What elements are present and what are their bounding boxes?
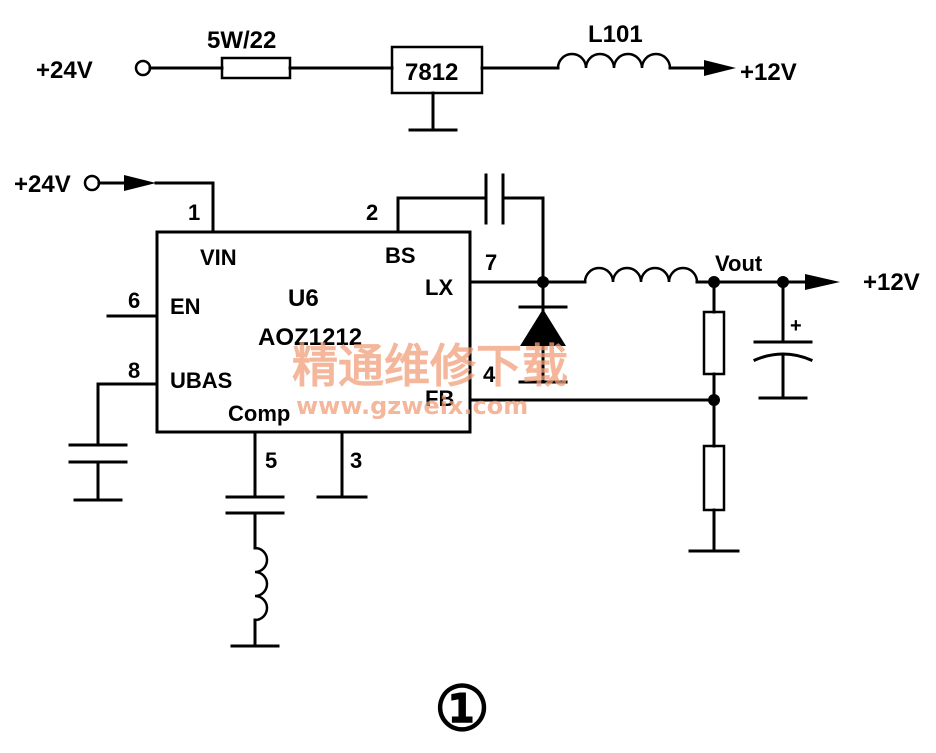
- regulator-label: 7812: [405, 59, 458, 86]
- pin-4-number: 4: [483, 362, 496, 387]
- pin-en-label: EN: [170, 294, 201, 319]
- ic-part-label: AOZ1212: [258, 324, 362, 351]
- pin-bs-label: BS: [385, 243, 416, 268]
- watermark-text: 精通维修下载: [292, 339, 568, 393]
- output-arrow: [704, 60, 736, 76]
- power-resistor: [220, 56, 292, 80]
- pin-7-number: 7: [485, 250, 497, 275]
- pin-1-number: 1: [188, 200, 200, 225]
- pin-fb-label: FB: [425, 386, 454, 411]
- buck-converter-circuit: +24V 1 VIN BS LX EN UBAS Comp FB U6 AOZ1…: [14, 171, 920, 648]
- cap-polarity-label: +: [790, 315, 802, 337]
- pin-2-number: 2: [366, 200, 378, 225]
- catch-diode: [520, 309, 566, 346]
- pin-3-number: 3: [350, 448, 362, 473]
- top-linear-regulator-circuit: +24V 5W/22 7812 L101 +12V: [36, 21, 797, 132]
- regulator-7812: [390, 45, 484, 95]
- output-capacitor: [753, 352, 813, 362]
- pin-6-number: 6: [128, 288, 140, 313]
- pin-vin-label: VIN: [200, 245, 237, 270]
- pin-lx-label: LX: [425, 275, 453, 300]
- buck-input-terminal: [83, 174, 101, 192]
- top-output-label: +12V: [740, 59, 797, 86]
- top-input-terminal: [134, 59, 152, 77]
- buck-input-label: +24V: [14, 171, 71, 198]
- pin-5-number: 5: [265, 448, 277, 473]
- watermark: 精通维修下载 www.gzweix.com: [292, 339, 568, 420]
- wire: [504, 196, 545, 284]
- output-arrow: [805, 274, 840, 290]
- feedback-resistor-lower: [702, 444, 726, 512]
- pin-8-number: 8: [128, 358, 140, 383]
- inductor-l101: [556, 52, 672, 69]
- wire-vin: [154, 181, 215, 234]
- buck-output-label: +12V: [863, 269, 920, 296]
- top-input-label: +24V: [36, 57, 93, 84]
- ic-u6-body: [155, 230, 472, 434]
- comp-inductor: [254, 546, 269, 622]
- ic-ref-label: U6: [288, 285, 319, 312]
- inductor-l101-label: L101: [588, 21, 643, 48]
- wire-ubas: [96, 382, 159, 447]
- input-arrow: [124, 175, 156, 191]
- figure-label: ①: [434, 675, 490, 744]
- pin-ubas-label: UBAS: [170, 368, 232, 393]
- pin-comp-label: Comp: [228, 401, 290, 426]
- wire-bs: [396, 196, 485, 234]
- feedback-resistor-upper: [702, 310, 726, 376]
- vout-label: Vout: [715, 251, 763, 276]
- power-resistor-label: 5W/22: [207, 27, 276, 54]
- watermark-url: www.gzweix.com: [296, 392, 528, 420]
- output-inductor: [583, 266, 699, 283]
